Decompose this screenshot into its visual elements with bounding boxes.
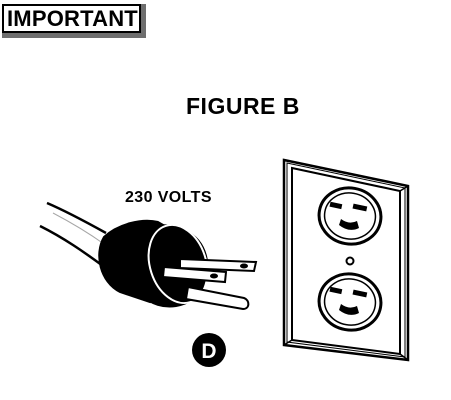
plate-screw-icon — [347, 258, 354, 265]
plug-ground-pin — [186, 287, 248, 309]
three-prong-plug-icon — [99, 217, 256, 310]
marker-letter: D — [201, 340, 216, 363]
duplex-wall-outlet-icon — [284, 160, 408, 360]
circled-letter-marker-icon: D — [192, 333, 226, 367]
power-cord — [40, 203, 106, 266]
